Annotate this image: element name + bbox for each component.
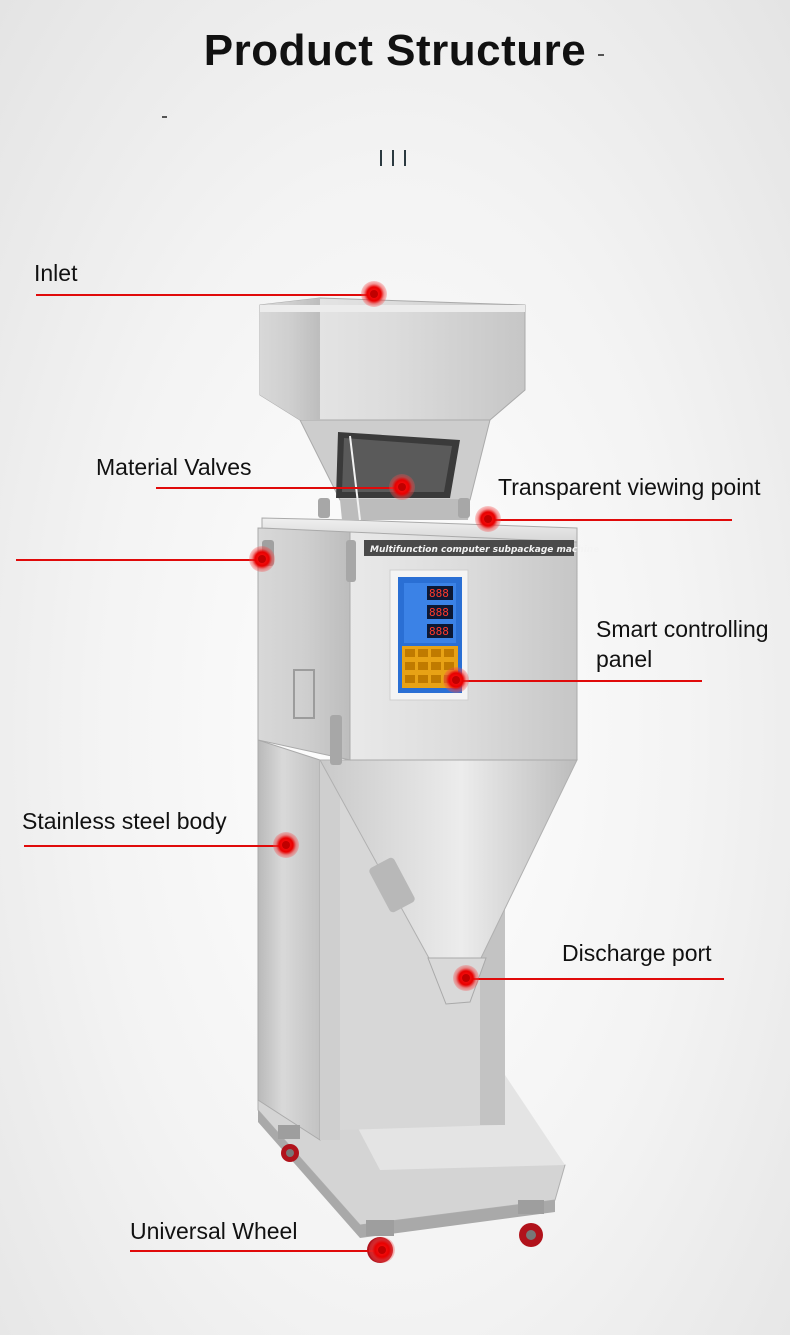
panel-readout-2: 888 (429, 606, 449, 619)
hotspot-control-panel[interactable] (443, 667, 469, 693)
leader-line-inlet (36, 294, 374, 296)
stray-mark (598, 54, 604, 56)
hotspot-inlet[interactable] (361, 281, 387, 307)
label-viewing-point: Transparent viewing point (498, 474, 761, 500)
hotspot-viewing-point[interactable] (475, 506, 501, 532)
divider-marks (380, 150, 416, 168)
leader-line-wheel (130, 1250, 382, 1252)
label-body: Stainless steel body (22, 808, 227, 834)
leader-line-viewing-point (488, 519, 732, 521)
label-wheel: Universal Wheel (130, 1218, 298, 1244)
label-control-panel: Smart controlling panel (596, 616, 769, 672)
page-title: Product Structure (203, 26, 587, 75)
hotspot-discharge[interactable] (453, 965, 479, 991)
top-plate-text: Multifunction computer subpackage machin… (370, 545, 599, 555)
leader-line-material-valves (156, 487, 402, 489)
hotspot-material-valves[interactable] (389, 474, 415, 500)
panel-readout-3: 888 (429, 625, 449, 638)
leader-line-discharge (466, 978, 724, 980)
hotspot-body[interactable] (273, 832, 299, 858)
label-inlet: Inlet (34, 260, 78, 286)
leader-line-unlabeled (16, 559, 262, 561)
label-discharge: Discharge port (562, 940, 712, 966)
label-material-valves: Material Valves (96, 454, 252, 480)
leader-line-control-panel (456, 680, 702, 682)
hotspot-wheel[interactable] (369, 1237, 395, 1263)
stray-mark (162, 116, 167, 118)
hotspot-unlabeled[interactable] (249, 546, 275, 572)
leader-line-body (24, 845, 286, 847)
panel-readout-1: 888 (429, 587, 449, 600)
